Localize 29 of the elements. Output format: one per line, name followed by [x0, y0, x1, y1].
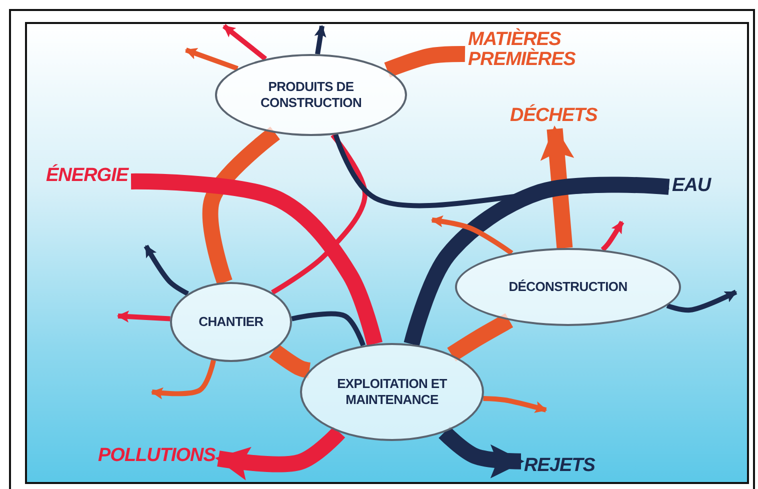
flow-band: [271, 133, 368, 295]
flow-arrow: [430, 215, 514, 256]
flow-label: MATIÈRES PREMIÈRES: [468, 30, 608, 70]
flow-label: EAU: [672, 176, 711, 196]
stage-name: EXPLOITATION ET MAINTENANCE: [336, 376, 448, 408]
flow-arrow: [222, 24, 268, 61]
flow-label: DÉCHETS: [510, 106, 598, 126]
flow-arrow: [483, 396, 548, 413]
flow-band: [291, 311, 366, 346]
flow-arrow: [600, 220, 624, 252]
flow-arrow: [666, 290, 738, 313]
flow-band: [404, 176, 670, 346]
flow-arrow: [540, 126, 574, 249]
stage-name: PRODUITS DE CONSTRUCTION: [259, 79, 363, 111]
flow-label: ÉNERGIE: [46, 166, 128, 186]
stage-name: DÉCONSTRUCTION: [508, 279, 628, 295]
flow-band: [131, 173, 382, 346]
flow-arrow: [314, 24, 326, 54]
flow-label: POLLUTIONS: [98, 446, 216, 466]
stage-name: CHANTIER: [198, 314, 264, 330]
flow-arrow: [116, 310, 170, 323]
flow-label: REJETS: [524, 456, 595, 476]
flow-arrow: [150, 360, 216, 400]
flow-band: [333, 134, 670, 208]
flow-arrow: [215, 426, 346, 480]
flow-arrow: [144, 244, 189, 296]
flow-arrow: [438, 426, 524, 478]
flow-arrow: [184, 48, 238, 71]
flow-band: [269, 344, 311, 378]
